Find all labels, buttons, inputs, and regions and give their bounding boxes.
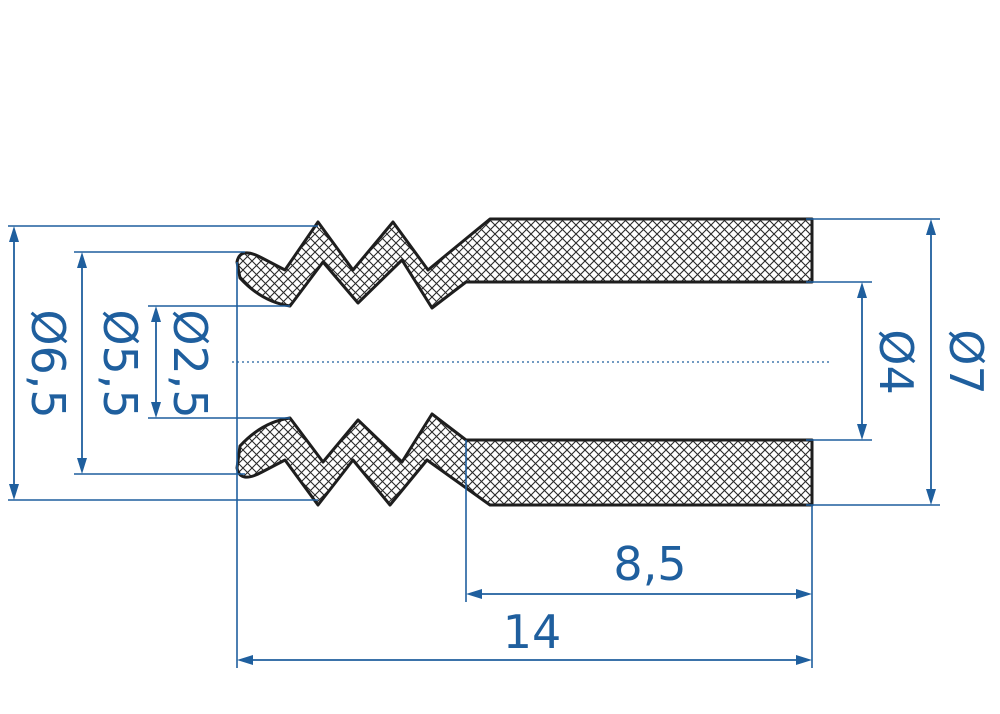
label-outer-diameter-right: Ø7 — [939, 329, 993, 394]
label-bellows-diameter: Ø5,5 — [93, 309, 147, 418]
label-bore-length: 8,5 — [613, 537, 686, 591]
dimension-outer-diameter-left — [9, 226, 19, 500]
bellows-lower-section — [235, 412, 814, 507]
dimension-inner-diameter-left — [151, 306, 161, 418]
dimension-overall-length — [237, 655, 812, 665]
label-overall-length: 14 — [503, 605, 562, 659]
bellows-upper-section — [235, 217, 814, 310]
label-bore-diameter: Ø4 — [869, 329, 923, 394]
dimension-outer-diameter-right — [926, 219, 936, 505]
dimension-bore-diameter — [857, 282, 867, 440]
label-inner-diameter-left: Ø2,5 — [163, 309, 217, 418]
dimension-bellows-diameter — [77, 252, 87, 474]
dimension-bore-length — [466, 589, 812, 599]
label-outer-diameter-left: Ø6,5 — [21, 309, 75, 418]
